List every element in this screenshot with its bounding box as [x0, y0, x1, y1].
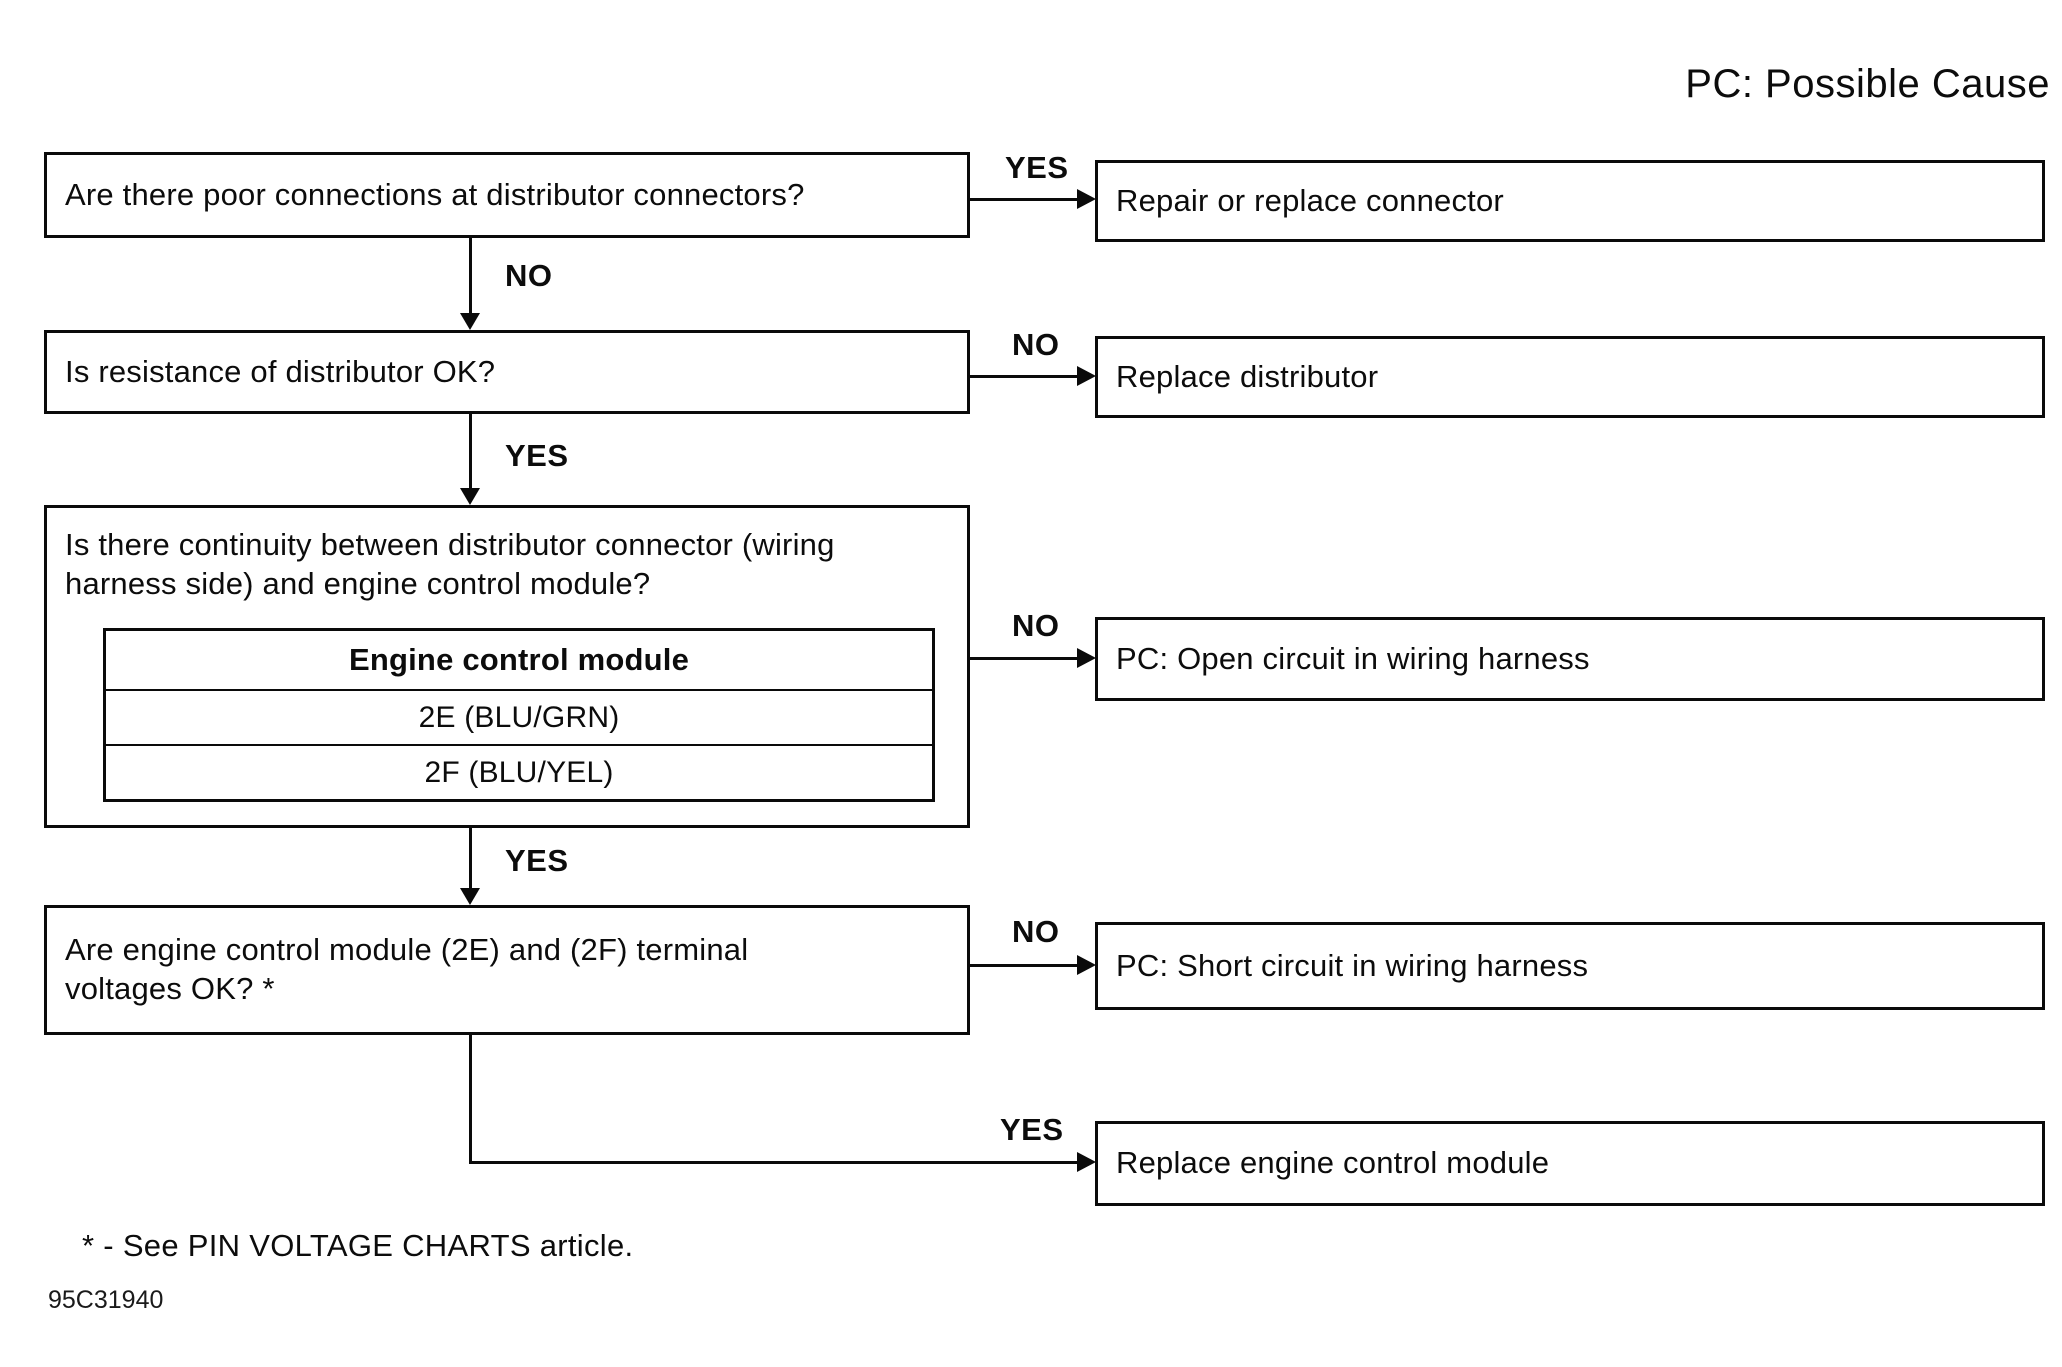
- result-box-open-circuit: PC: Open circuit in wiring harness: [1095, 617, 2045, 701]
- connector-q4-a4: [970, 964, 1077, 967]
- footnote-pin-voltage-charts: * - See PIN VOLTAGE CHARTS article.: [82, 1228, 634, 1263]
- connector-q2-q3: [469, 414, 472, 489]
- question-text: Is there continuity between distributor …: [65, 527, 835, 601]
- edge-label-yes-2: YES: [505, 438, 569, 473]
- arrowhead-right-icon: [1077, 189, 1096, 209]
- question-box-connections: Are there poor connections at distributo…: [44, 152, 970, 238]
- edge-label-yes-3: YES: [505, 843, 569, 878]
- result-text: Replace distributor: [1116, 358, 1379, 394]
- arrowhead-right-icon: [1077, 648, 1096, 668]
- arrowhead-right-icon: [1077, 1152, 1096, 1172]
- result-text: PC: Short circuit in wiring harness: [1116, 947, 1589, 983]
- question-text: Are engine control module (2E) and (2F) …: [65, 932, 749, 1006]
- question-box-terminal-voltages: Are engine control module (2E) and (2F) …: [44, 905, 970, 1035]
- question-box-resistance: Is resistance of distributor OK?: [44, 330, 970, 414]
- edge-label-no-1: NO: [505, 258, 553, 293]
- table-row-2f: 2F (BLU/YEL): [106, 744, 932, 799]
- table-row-2e: 2E (BLU/GRN): [106, 689, 932, 744]
- connector-q3-a3: [970, 657, 1077, 660]
- edge-label-no-3: NO: [1012, 608, 1060, 643]
- arrowhead-down-icon: [460, 488, 480, 505]
- connector-q2-a2: [970, 375, 1077, 378]
- edge-label-yes-4: YES: [1000, 1112, 1064, 1147]
- result-box-replace-ecm: Replace engine control module: [1095, 1121, 2045, 1206]
- result-text: Repair or replace connector: [1116, 182, 1504, 218]
- connector-q1-a1: [970, 198, 1077, 201]
- arrowhead-right-icon: [1077, 366, 1096, 386]
- legend-possible-cause: PC: Possible Cause: [1685, 62, 2050, 106]
- connector-q1-q2: [469, 238, 472, 315]
- edge-label-no-2: NO: [1012, 327, 1060, 362]
- result-box-replace-distributor: Replace distributor: [1095, 336, 2045, 418]
- arrowhead-right-icon: [1077, 955, 1096, 975]
- connector-q4-elbow-vertical: [469, 1035, 472, 1164]
- result-text: PC: Open circuit in wiring harness: [1116, 640, 1590, 676]
- question-box-continuity: Is there continuity between distributor …: [44, 505, 970, 828]
- question-text: Are there poor connections at distributo…: [65, 176, 805, 212]
- result-box-repair-connector: Repair or replace connector: [1095, 160, 2045, 242]
- connector-q3-q4: [469, 828, 472, 890]
- engine-control-module-table: Engine control module 2E (BLU/GRN) 2F (B…: [103, 628, 935, 802]
- connector-q4-a5: [469, 1161, 1077, 1164]
- arrowhead-down-icon: [460, 313, 480, 330]
- table-header: Engine control module: [348, 641, 690, 677]
- edge-label-no-4: NO: [1012, 914, 1060, 949]
- figure-id: 95C31940: [48, 1286, 164, 1314]
- edge-label-yes-1: YES: [1005, 150, 1069, 185]
- result-box-short-circuit: PC: Short circuit in wiring harness: [1095, 922, 2045, 1010]
- result-text: Replace engine control module: [1116, 1145, 1550, 1181]
- arrowhead-down-icon: [460, 888, 480, 905]
- question-text: Is resistance of distributor OK?: [65, 353, 496, 389]
